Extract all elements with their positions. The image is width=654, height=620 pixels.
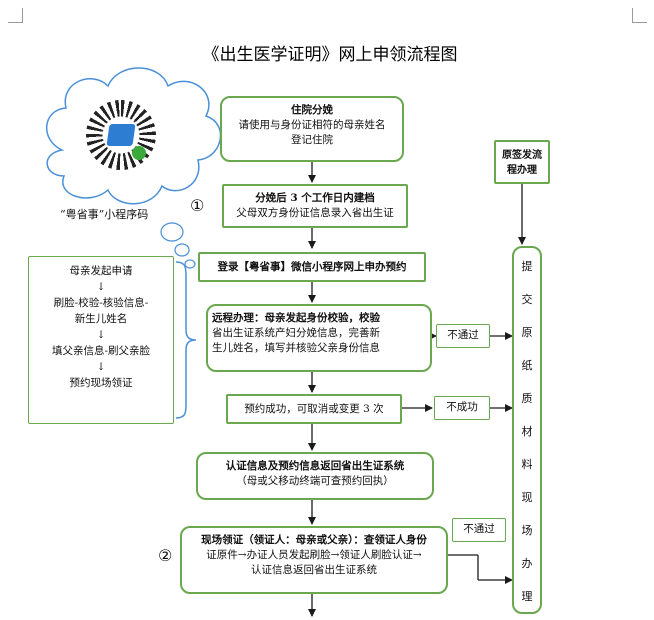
step-onsite-pickup: 现场领证（领证人：母亲或父亲）：查领证人身份 证原件→办证人员发起刷脸→领证人刷… <box>180 526 448 594</box>
vertical-char: 交 <box>521 293 533 306</box>
left-item-face-verify: 刷脸-校验-核验信息- <box>53 297 149 309</box>
vertical-char: 提 <box>521 260 533 273</box>
step-appointment-success: 预约成功，可取消或变更 3 次 <box>226 394 402 424</box>
step4-line1: 远程办理：母亲发起身份校验，校验 <box>212 312 380 324</box>
left-item-father-info: 填父亲信息-刷父亲脸 <box>51 345 151 357</box>
vertical-char: 场 <box>521 524 533 537</box>
left-item-appointment: 预约现场领证 <box>69 377 133 389</box>
vertical-char: 材 <box>521 425 533 438</box>
corner-mark-top-right <box>632 8 647 23</box>
step6-line2: （母或父移动终端可查预约回执） <box>236 475 394 487</box>
step4-line2: 省出生证系统产妇分娩信息，完善新 <box>212 327 380 339</box>
marker-one: ① <box>190 196 205 215</box>
vertical-char: 质 <box>521 392 533 405</box>
qr-code-image <box>86 100 156 170</box>
vertical-char: 现 <box>521 491 533 504</box>
marker-two: ② <box>158 546 173 565</box>
step-create-record: 分娩后 3 个工作日内建档 父母双方身份证信息录入省出生证 <box>222 184 408 228</box>
wechat-badge-icon <box>132 146 146 160</box>
left-item-apply: 母亲发起申请 <box>69 265 133 277</box>
step1-line2: 登记住院 <box>291 134 333 146</box>
vertical-char: 理 <box>521 590 533 603</box>
step-remote-processing: 远程办理：母亲发起身份校验，校验 省出生证系统产妇分娩信息，完善新 生儿姓名，填… <box>206 304 432 372</box>
brace-shape <box>175 261 197 419</box>
step-return-info: 认证信息及预约信息返回省出生证系统 （母或父移动终端可查预约回执） <box>196 452 434 500</box>
step4-line3: 生儿姓名，填写并核验父亲身份信息 <box>212 342 380 354</box>
step6-line1: 认证信息及预约信息返回省出生证系统 <box>225 460 405 472</box>
step2-line1: 分娩后 3 个工作日内建档 <box>255 192 375 204</box>
qr-logo-icon <box>106 124 136 146</box>
step1-title: 住院分娩 <box>291 104 333 116</box>
paper-materials-label: 提交原纸质材料现场办理 <box>514 250 540 613</box>
left-arrow-2: ↓ <box>96 329 106 341</box>
vertical-char: 办 <box>521 557 533 570</box>
left-arrow-1: ↓ <box>96 281 106 293</box>
left-summary-box: 母亲发起申请 ↓ 刷脸-校验-核验信息- 新生儿姓名 ↓ 填父亲信息-刷父亲脸 … <box>28 256 174 424</box>
fail-box-1: 不通过 <box>436 324 490 348</box>
page-title: 《出生医学证明》网上申领流程图 <box>202 45 458 65</box>
step7-line3: 认证信息返回省出生证系统 <box>251 564 377 576</box>
step7-line2: 证原件→办证人员发起刷脸→领证人刷脸认证→ <box>206 549 422 561</box>
vertical-char: 原 <box>521 326 533 339</box>
step7-line1: 现场领证（领证人：母亲或父亲）：查领证人身份 <box>201 534 427 546</box>
qr-label: “粤省事”小程序码 <box>60 208 149 221</box>
paper-materials-text: 提交原纸质材料现场办理 <box>514 250 540 613</box>
step1-line1: 请使用与身份证相符的母亲姓名 <box>238 119 386 131</box>
corner-mark-top-left <box>8 8 23 23</box>
step-login-appointment: 登录【粤省事】微信小程序网上申办预约 <box>198 252 426 282</box>
step2-line2: 父母双方身份证信息录入省出生证 <box>236 207 394 219</box>
vertical-char: 料 <box>521 458 533 471</box>
left-item-baby-name: 新生儿姓名 <box>74 313 128 325</box>
fail-box-2: 不成功 <box>434 396 490 420</box>
vertical-char: 纸 <box>521 359 533 372</box>
step-hospital-delivery: 住院分娩 请使用与身份证相符的母亲姓名 登记住院 <box>220 96 404 162</box>
left-arrow-3: ↓ <box>96 361 106 373</box>
original-process-box: 原签发流程办理 <box>494 140 550 184</box>
paper-materials-box: 提交原纸质材料现场办理 <box>512 246 542 614</box>
fail-box-3: 不通过 <box>452 518 506 542</box>
